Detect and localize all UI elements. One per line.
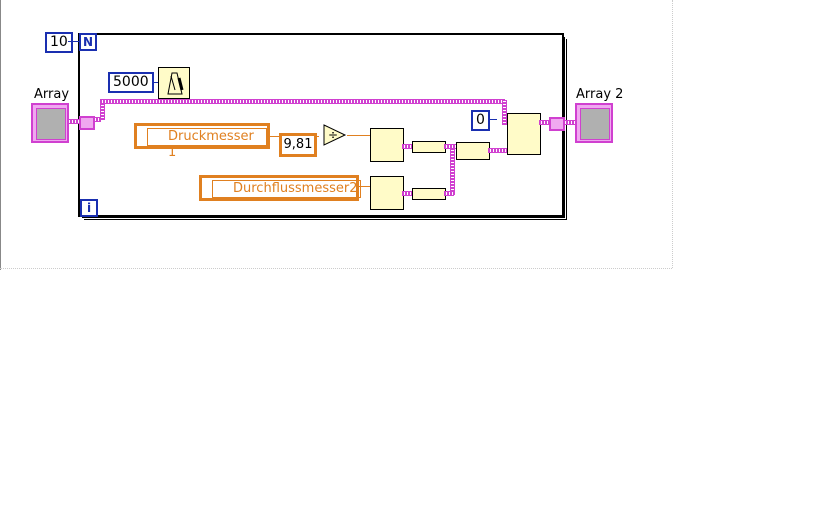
diagram-bound-right bbox=[672, 0, 673, 268]
wait-ms-constant[interactable]: 5000 bbox=[108, 72, 154, 93]
shared-variable-name: Druckmesser 1 bbox=[147, 128, 267, 160]
build-array-2d[interactable] bbox=[456, 142, 490, 160]
input-array-terminal[interactable] bbox=[31, 103, 69, 143]
wire bbox=[93, 117, 101, 122]
wire bbox=[402, 191, 412, 196]
wire bbox=[100, 100, 105, 120]
canvas-edge bbox=[0, 0, 1, 270]
index-constant[interactable]: 0 bbox=[471, 110, 490, 131]
build-array-1[interactable] bbox=[412, 141, 446, 153]
input-tunnel[interactable] bbox=[79, 116, 95, 130]
shared-variable-node[interactable]: Druckmesser 1 bbox=[134, 123, 270, 160]
shared-variable-name: Durchflussmesser2 bbox=[212, 180, 361, 198]
wire bbox=[68, 41, 80, 42]
wait-ms-function[interactable] bbox=[158, 67, 190, 99]
wire bbox=[67, 119, 79, 124]
wire bbox=[450, 149, 455, 195]
count-terminal[interactable]: N bbox=[79, 33, 97, 51]
wire bbox=[563, 120, 575, 125]
wire bbox=[359, 186, 371, 187]
wire bbox=[489, 119, 497, 120]
format-into-string-1[interactable] bbox=[370, 128, 404, 162]
build-array-2[interactable] bbox=[412, 188, 446, 200]
format-into-string-2[interactable] bbox=[370, 176, 404, 210]
wire bbox=[402, 144, 412, 149]
wire bbox=[444, 144, 456, 149]
for-loop-shadow bbox=[84, 39, 567, 220]
wire bbox=[347, 135, 371, 136]
output-array-terminal[interactable] bbox=[575, 103, 613, 143]
svg-text:÷: ÷ bbox=[328, 128, 338, 142]
wire bbox=[502, 100, 507, 125]
iteration-terminal[interactable]: i bbox=[80, 199, 98, 217]
insert-into-array[interactable] bbox=[507, 113, 541, 155]
wire bbox=[539, 120, 549, 125]
input-array-label: Array bbox=[34, 87, 70, 102]
loop-count-constant[interactable]: 10 bbox=[45, 32, 73, 53]
output-array-label: Array 2 bbox=[576, 87, 624, 102]
metronome-icon bbox=[167, 72, 184, 95]
wire bbox=[100, 99, 505, 104]
divisor-constant[interactable]: 9,81 bbox=[279, 133, 317, 157]
shared-variable-node[interactable]: Durchflussmesser2 bbox=[199, 175, 361, 201]
wire bbox=[153, 82, 159, 83]
wire bbox=[488, 148, 508, 153]
wire bbox=[444, 191, 454, 196]
divide-function[interactable]: ÷ bbox=[323, 124, 347, 150]
diagram-bound-bottom bbox=[0, 268, 672, 269]
